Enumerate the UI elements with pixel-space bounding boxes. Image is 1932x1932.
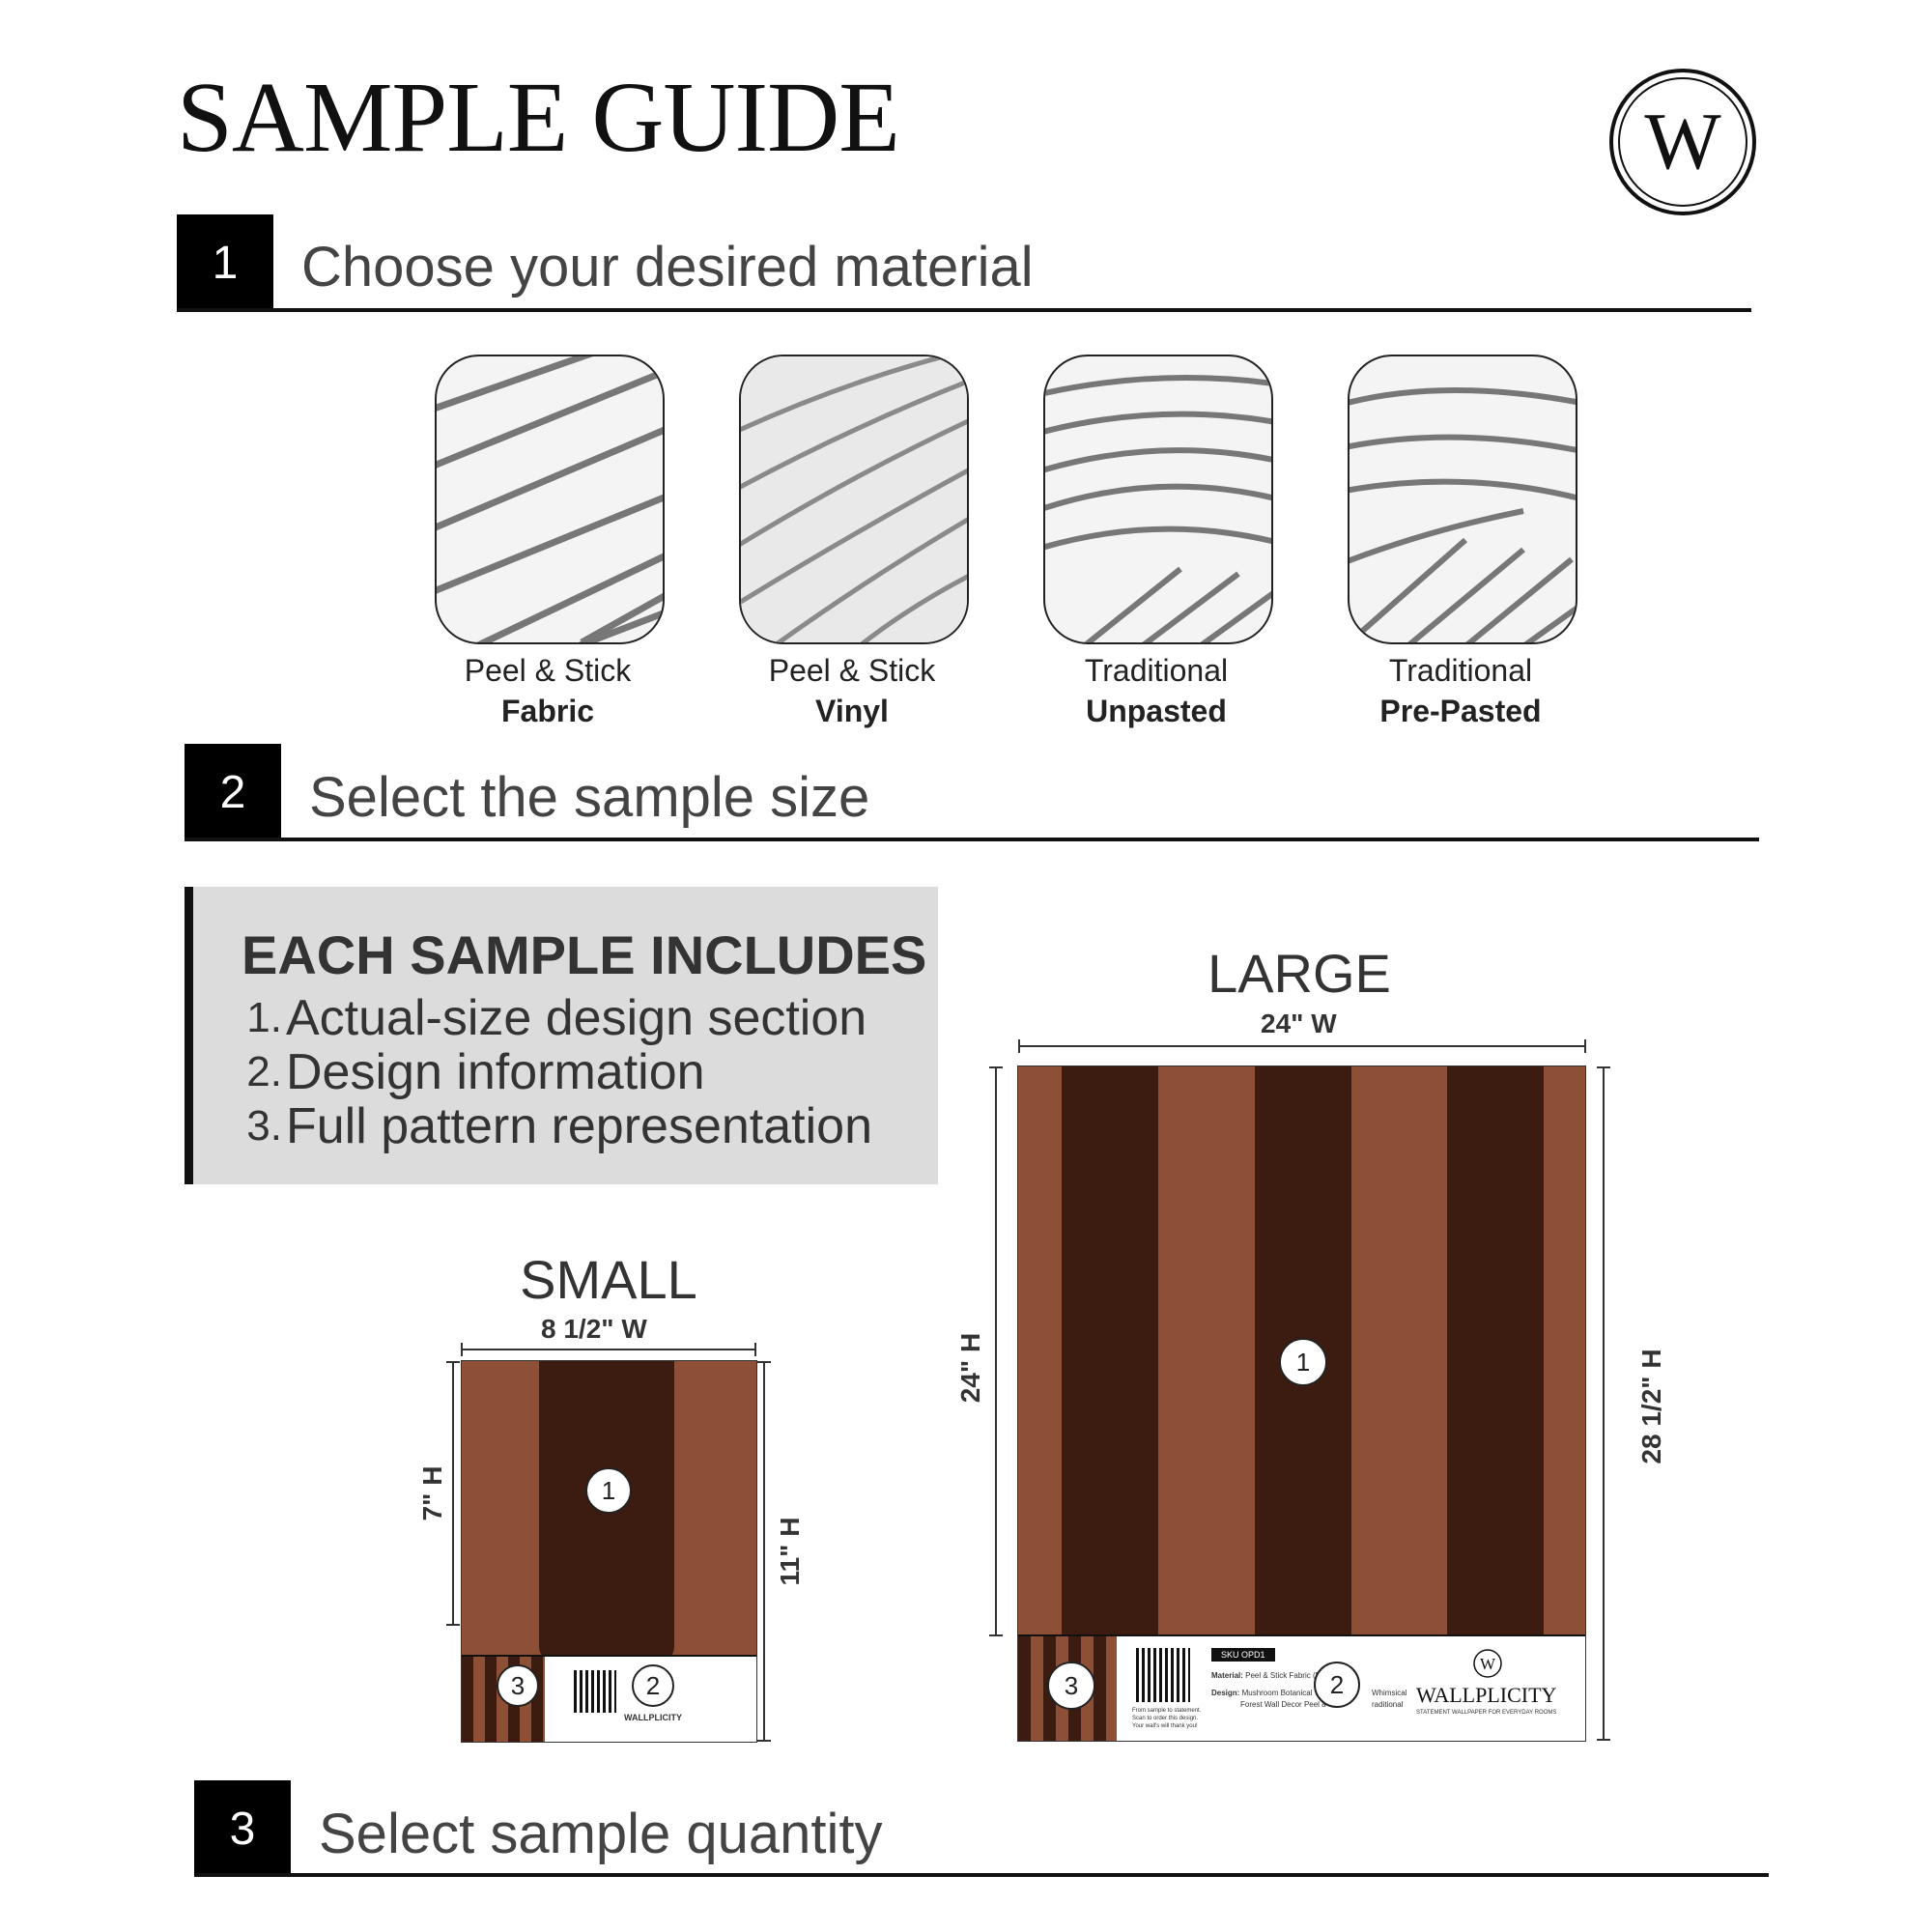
step-1-title: Choose your desired material xyxy=(301,236,1034,298)
qr-note-3: Your wall's will thank you! xyxy=(1132,1723,1198,1729)
includes-item: 2.Design information xyxy=(246,1044,705,1100)
large-total-height-line xyxy=(1597,1066,1610,1741)
large-dark-stripe xyxy=(1447,1066,1544,1636)
swatch-fabric[interactable] xyxy=(435,355,665,644)
callout-1: 1 xyxy=(1279,1338,1327,1386)
callout-1: 1 xyxy=(585,1467,632,1514)
design-suffix-2: raditional xyxy=(1372,1700,1404,1709)
large-design-height-label: 24" H xyxy=(955,1332,985,1404)
small-width-label: 8 1/2" W xyxy=(541,1314,647,1344)
small-design-height-line xyxy=(446,1361,460,1626)
step-3-number: 3 xyxy=(194,1780,291,1877)
step-2-divider xyxy=(185,838,1759,841)
step-1-number: 1 xyxy=(177,214,273,311)
qr-code-icon xyxy=(574,1670,616,1713)
large-size-title: LARGE xyxy=(1208,943,1391,1004)
design-row: Design: Mushroom Botanical W xyxy=(1211,1689,1322,1697)
material-prepasted-name: Pre-Pasted xyxy=(1379,694,1542,728)
includes-item: 3.Full pattern representation xyxy=(246,1098,873,1154)
material-fabric-type: Peel & Stick xyxy=(464,653,632,688)
logo-letter: W xyxy=(1644,97,1721,186)
includes-title: EACH SAMPLE INCLUDES xyxy=(242,924,927,985)
step-2-number: 2 xyxy=(185,744,281,840)
svg-text:W: W xyxy=(1480,1655,1496,1673)
material-vinyl-name: Vinyl xyxy=(815,694,889,728)
includes-panel: EACH SAMPLE INCLUDES 1.Actual-size desig… xyxy=(185,887,938,1184)
large-sample-panel: 1 3 From sample to statement. Scan to or… xyxy=(1017,1065,1586,1742)
large-width-label: 24" W xyxy=(1261,1009,1337,1038)
callout-2: 2 xyxy=(632,1664,674,1707)
includes-item: 1.Actual-size design section xyxy=(246,990,867,1046)
small-info-strip: 3 2 WALLPLICITY xyxy=(462,1655,756,1742)
wallplicity-small-logo-icon: W xyxy=(1473,1649,1502,1678)
small-total-height-line xyxy=(757,1361,771,1742)
large-total-height-label: 28 1/2" H xyxy=(1636,1349,1666,1464)
material-prepasted-type: Traditional xyxy=(1388,653,1533,688)
sku-tag: SKU OPD1 xyxy=(1211,1648,1275,1662)
small-design-height-label: 7" H xyxy=(417,1465,447,1521)
large-tagline: STATEMENT WALLPAPER FOR EVERYDAY ROOMS xyxy=(1416,1710,1557,1716)
page-title: SAMPLE GUIDE xyxy=(177,62,900,173)
step-2-title: Select the sample size xyxy=(309,766,870,829)
step-1-divider xyxy=(177,308,1751,312)
swatch-unpasted[interactable] xyxy=(1043,355,1273,644)
wallplicity-logo-icon: W xyxy=(1609,69,1756,215)
includes-list: 1.Actual-size design section 2.Design in… xyxy=(242,991,872,1153)
material-row: Material: Peel & Stick Fabric (R xyxy=(1211,1671,1321,1680)
step-3-divider xyxy=(194,1873,1769,1877)
swatch-pre-pasted[interactable] xyxy=(1348,355,1577,644)
large-width-dimension-line xyxy=(1018,1039,1586,1053)
small-size-title: SMALL xyxy=(520,1249,697,1310)
large-brand: WALLPLICITY xyxy=(1416,1683,1557,1707)
callout-3: 3 xyxy=(497,1664,539,1707)
large-design-height-line xyxy=(989,1066,1003,1636)
design-row-2: Forest Wall Decor Peel a xyxy=(1240,1700,1326,1709)
small-sample-panel: 1 3 2 WALLPLICITY xyxy=(461,1360,757,1743)
swatch-vinyl[interactable] xyxy=(739,355,969,644)
small-total-height-label: 11" H xyxy=(775,1517,805,1586)
small-width-dimension-line xyxy=(461,1343,756,1356)
material-unpasted-name: Unpasted xyxy=(1086,694,1227,728)
qr-note-1: From sample to statement. xyxy=(1132,1708,1202,1714)
step-3-title: Select sample quantity xyxy=(319,1803,883,1865)
large-dark-stripe xyxy=(1062,1066,1158,1636)
qr-code-icon xyxy=(1136,1648,1190,1702)
qr-note-2: Scan to order this design. xyxy=(1132,1716,1199,1721)
material-unpasted-type: Traditional xyxy=(1084,653,1229,688)
large-info-strip: 3 From sample to statement. Scan to orde… xyxy=(1018,1634,1585,1741)
callout-2: 2 xyxy=(1314,1662,1360,1708)
small-brand: WALLPLICITY xyxy=(624,1713,682,1722)
material-fabric-name: Fabric xyxy=(500,694,595,728)
material-vinyl-type: Peel & Stick xyxy=(768,653,936,688)
design-suffix: Whimsical xyxy=(1372,1689,1407,1697)
callout-3: 3 xyxy=(1047,1662,1095,1710)
